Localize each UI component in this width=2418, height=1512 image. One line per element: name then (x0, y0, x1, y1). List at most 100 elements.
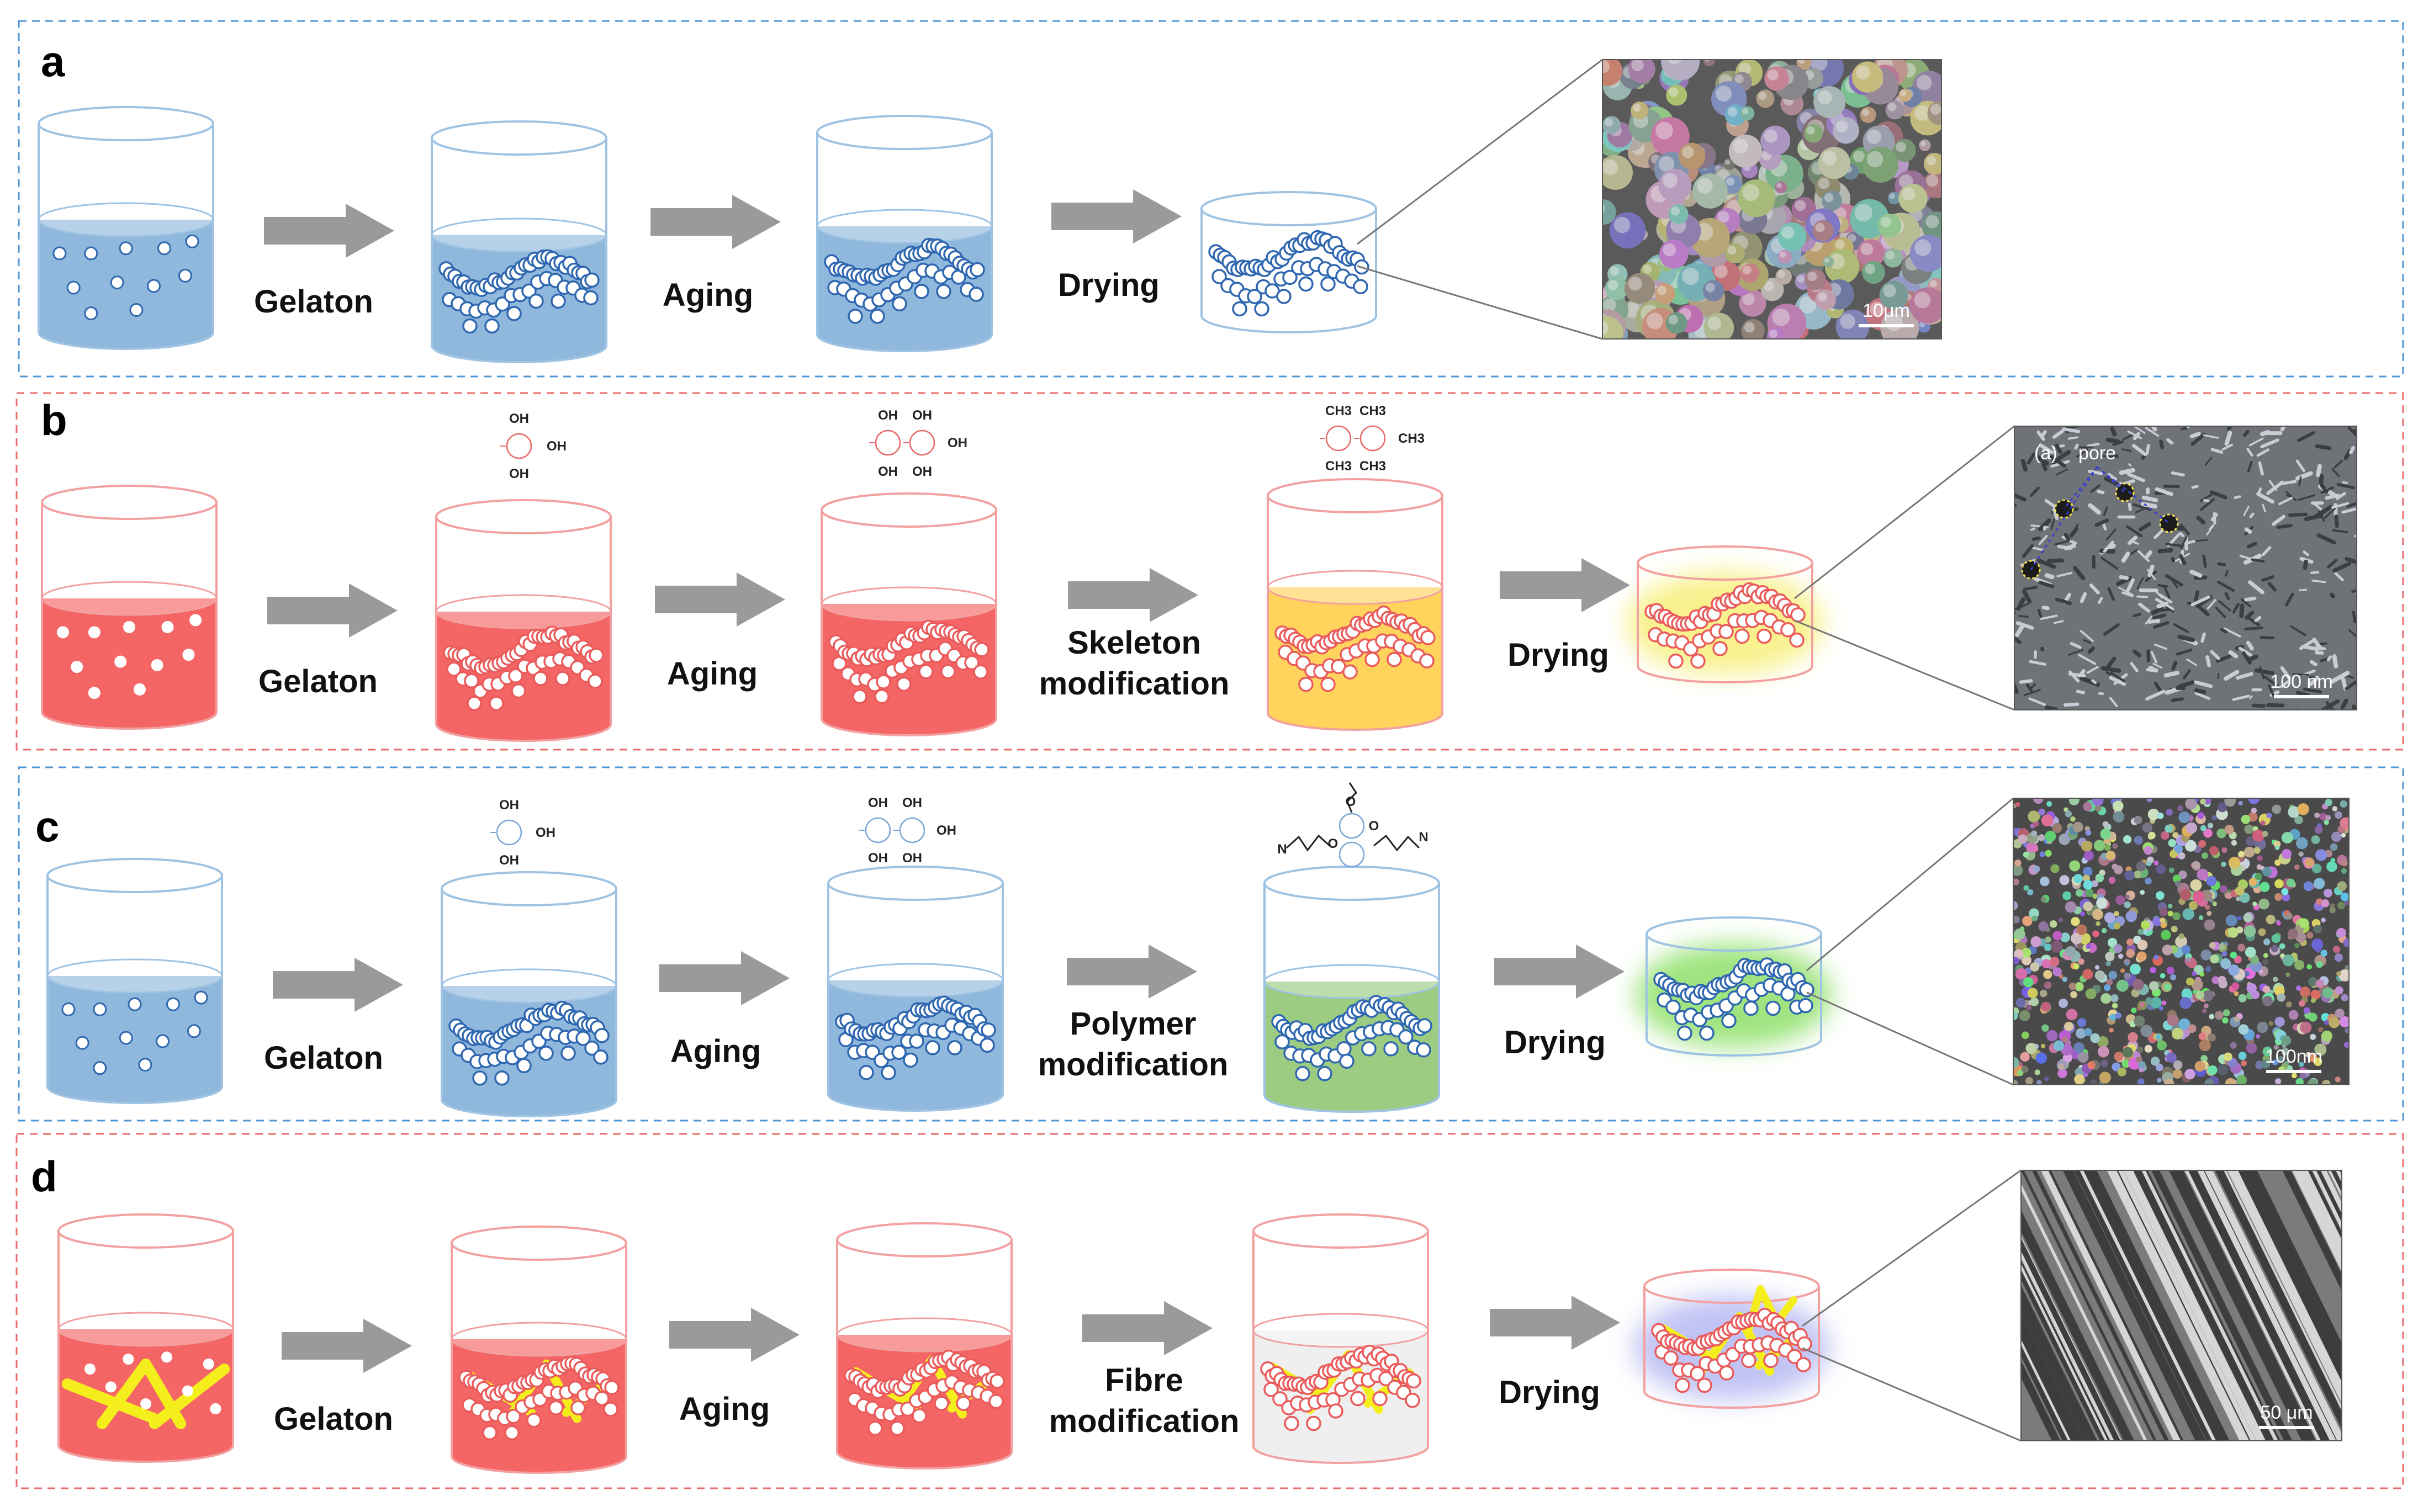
sem-micrograph (2013, 798, 2349, 1085)
chemical-group-label: OH (902, 795, 922, 810)
beaker (431, 120, 607, 363)
beaker (1637, 545, 1813, 683)
panel-frame (15, 392, 2404, 751)
chemical-group-label: OH (902, 851, 922, 866)
step-label: Gelaton (264, 1040, 383, 1076)
process-arrow (1067, 945, 1197, 999)
panel-frame (18, 766, 2404, 1122)
process-arrow (1082, 1301, 1213, 1355)
chemical-group-label: OH (499, 853, 519, 868)
beaker (1200, 191, 1377, 333)
panel-frame (15, 1133, 2404, 1489)
chemical-group-label: O (1346, 794, 1356, 809)
process-arrow (1490, 1296, 1620, 1350)
beaker (1263, 866, 1440, 1113)
process-arrow (1494, 945, 1625, 999)
step-label: Aging (670, 1033, 761, 1069)
pore-marker (2115, 482, 2135, 502)
chemical-group-label: OH (547, 439, 567, 454)
chemical-group-label: OH (878, 408, 898, 423)
beaker (821, 492, 997, 736)
beaker (57, 1213, 234, 1463)
beaker (1252, 1213, 1429, 1464)
hydroxyl-group-icon: OH OH OH (500, 411, 567, 481)
beaker (827, 866, 1004, 1112)
pore-annotation: pore (2078, 443, 2116, 464)
beaker (38, 106, 214, 350)
chemical-group-label: N (1277, 842, 1287, 857)
beaker (1645, 916, 1822, 1057)
zoom-connector (1802, 1169, 2022, 1327)
hydroxyl-dimer-icon: OH OH OH OH OH (859, 795, 956, 866)
process-arrow (655, 572, 785, 627)
chemical-group-label: OH (536, 825, 555, 840)
process-arrow (1068, 568, 1198, 622)
chemical-group-label: OH (948, 436, 967, 450)
beaker (441, 871, 617, 1117)
zoom-connector (1794, 619, 2015, 711)
chemical-group-label: CH3 (1398, 431, 1425, 446)
step-label: Aging (679, 1391, 770, 1427)
step-label: Gelaton (274, 1401, 393, 1437)
step-label: Gelaton (254, 284, 373, 320)
hydroxyl-dimer-icon: OH OH OH OH OH (869, 408, 967, 479)
panel-label: c (35, 802, 59, 851)
scale-bar-label: 100nm (2265, 1046, 2322, 1067)
scale-bar-label: 100 nm (2270, 671, 2332, 692)
chemical-group-label: OH (912, 464, 932, 479)
panel-frame (18, 20, 2404, 378)
process-arrow (659, 951, 790, 1005)
step-label: Drying (1058, 267, 1160, 303)
process-arrow (267, 583, 398, 638)
beaker (46, 858, 223, 1104)
sem-micrograph (2021, 1170, 2342, 1441)
zoom-connector (1806, 991, 2014, 1086)
zoom-connector (1802, 1347, 2022, 1442)
zoom-connector (1357, 59, 1603, 245)
beaker (41, 485, 218, 730)
scale-bar-label: 10μm (1863, 300, 1910, 321)
process-arrow (669, 1308, 800, 1362)
beaker (451, 1225, 627, 1474)
chemical-group-label: O (1369, 819, 1379, 834)
sem-annotation: (a) (2034, 443, 2057, 464)
zoom-connector (1806, 797, 2014, 972)
step-label: Drying (1499, 1375, 1600, 1410)
process-arrow (273, 958, 403, 1012)
chemical-group-label: OH (878, 464, 898, 479)
chemical-group-label: CH3 (1325, 459, 1352, 474)
pore-marker (2159, 513, 2179, 533)
step-label: Gelaton (258, 664, 378, 699)
chemical-group-label: OH (868, 851, 888, 866)
chemical-group-label: OH (936, 823, 956, 838)
chemical-group-label: N (1419, 830, 1428, 845)
chemical-group-label: OH (499, 798, 519, 813)
chemical-group-label: CH3 (1359, 404, 1386, 418)
chemical-group-label: OH (509, 466, 529, 481)
process-arrow (650, 195, 781, 249)
beaker (816, 115, 993, 352)
chemical-group-label: OH (868, 795, 888, 810)
process-arrow (1051, 189, 1182, 243)
scale-bar-label: 50 μm (2260, 1402, 2313, 1423)
chemical-group-label: O (1328, 836, 1338, 851)
zoom-connector (1357, 265, 1603, 340)
beaker (836, 1222, 1013, 1469)
step-label: Drying (1507, 637, 1609, 673)
chemical-group-label: OH (912, 408, 932, 423)
zoom-connector (1794, 425, 2015, 600)
panel-label: a (41, 37, 65, 86)
process-arrow (264, 204, 394, 258)
process-arrow (1500, 558, 1630, 612)
beaker (1267, 478, 1443, 731)
step-label: Aging (667, 656, 758, 692)
beaker (435, 499, 612, 742)
hydroxyl-group-icon: OH OH OH (490, 798, 555, 868)
panel-label: b (41, 396, 67, 444)
chemical-group-label: CH3 (1325, 404, 1352, 418)
chemical-group-label: OH (509, 411, 529, 426)
